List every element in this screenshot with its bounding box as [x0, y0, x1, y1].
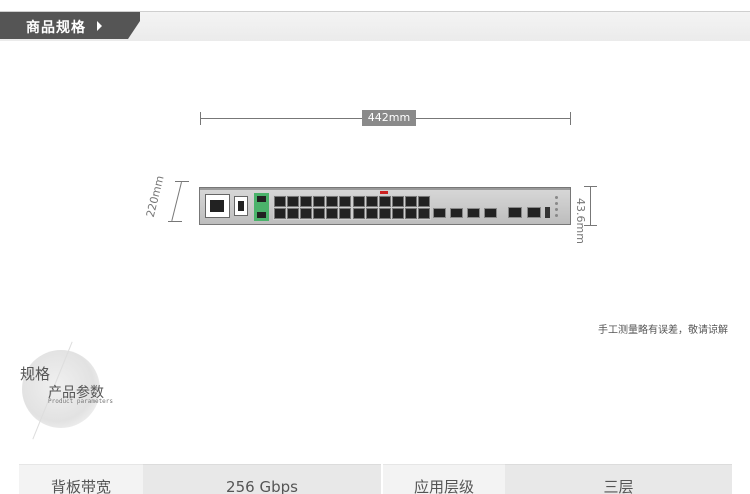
ethernet-port: [326, 196, 338, 207]
ethernet-port: [366, 208, 378, 219]
status-led-icon: [555, 202, 558, 205]
depth-dimension-cap-top: [175, 181, 189, 182]
brand-logo-icon: [380, 191, 388, 194]
ethernet-port: [392, 208, 404, 219]
section-header-tab: [0, 12, 140, 39]
power-switch-icon: [238, 201, 244, 211]
depth-dimension-label: 220mm: [143, 174, 167, 219]
width-dimension-cap-left: [200, 112, 201, 125]
header-arrow-icon: [97, 21, 102, 31]
management-port: [508, 207, 522, 218]
ethernet-port: [379, 196, 391, 207]
ethernet-port: [379, 208, 391, 219]
spec-label-cell: 应用层级: [383, 464, 505, 494]
ethernet-port-bank-2: [352, 195, 431, 220]
width-dimension-label: 442mm: [362, 110, 416, 126]
power-socket-icon: [210, 200, 224, 212]
spec-label-cell: 背板带宽: [19, 464, 143, 494]
ethernet-port: [300, 208, 312, 219]
height-dimension-label: 43.6mm: [574, 198, 587, 244]
ethernet-port: [274, 196, 286, 207]
ethernet-port: [366, 196, 378, 207]
depth-dimension-line: [171, 182, 182, 222]
power-socket: [205, 194, 230, 218]
spec-section-title: 规格: [20, 365, 51, 383]
ethernet-port: [274, 208, 286, 219]
ethernet-port-bank-1: [273, 195, 352, 220]
measurement-note: 手工测量略有误差，敬请谅解: [598, 325, 728, 336]
sfp-port: [450, 208, 463, 218]
ethernet-port: [339, 196, 351, 207]
height-dimension-line: [590, 186, 591, 226]
terminal-port-icon: [257, 212, 266, 218]
ethernet-port: [353, 196, 365, 207]
panel-top-rim: [200, 188, 570, 190]
ethernet-port: [405, 196, 417, 207]
ethernet-port: [287, 208, 299, 219]
ethernet-port: [339, 208, 351, 219]
switch-front-panel: [199, 187, 571, 225]
header-divider: [0, 11, 750, 12]
spec-section-badge: [22, 350, 100, 428]
spec-value-cell: 256 Gbps: [143, 464, 381, 494]
sfp-port: [467, 208, 480, 218]
console-terminal-block: [254, 193, 269, 221]
depth-dimension-cap-bottom: [168, 221, 182, 222]
ethernet-port: [353, 208, 365, 219]
ethernet-port: [405, 208, 417, 219]
status-led-icon: [555, 214, 558, 217]
status-led-icon: [555, 196, 558, 199]
ethernet-port: [313, 208, 325, 219]
usb-port: [545, 207, 550, 218]
spec-section-subtitle-en: Product parameters: [48, 398, 114, 405]
ethernet-port: [300, 196, 312, 207]
ethernet-port: [326, 208, 338, 219]
height-dimension-cap-bottom: [584, 225, 597, 226]
width-dimension-cap-right: [570, 112, 571, 125]
spec-section-subtitle: 产品参数: [48, 385, 104, 401]
section-header-title: 商品规格: [26, 20, 86, 36]
ethernet-port: [313, 196, 325, 207]
status-led-icon: [555, 208, 558, 211]
ethernet-port: [287, 196, 299, 207]
ethernet-port: [418, 208, 430, 219]
ethernet-port: [392, 196, 404, 207]
sfp-port: [484, 208, 497, 218]
console-port: [527, 207, 541, 218]
spec-table: 背板带宽 256 Gbps 应用层级 三层: [19, 464, 732, 494]
sfp-port: [433, 208, 446, 218]
spec-value-cell: 三层: [505, 464, 732, 494]
ethernet-port: [418, 196, 430, 207]
power-switch: [234, 196, 248, 216]
terminal-port-icon: [257, 196, 266, 202]
